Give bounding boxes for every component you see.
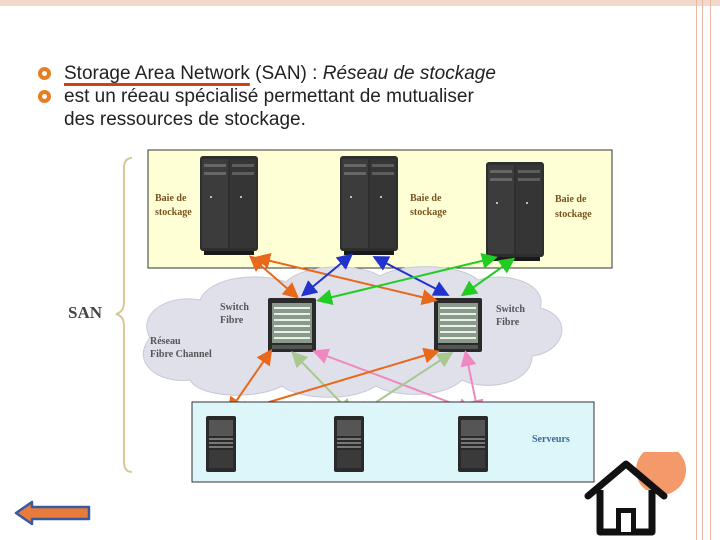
decorative-circle xyxy=(636,452,686,495)
frame-line xyxy=(710,0,711,540)
storage-label-2a: Baie de xyxy=(410,193,442,204)
server-icon xyxy=(206,416,236,472)
storage-array-icon xyxy=(486,162,544,261)
switch-icon xyxy=(267,297,317,353)
frame-line xyxy=(696,0,697,540)
switch-right-label-1: Switch xyxy=(496,304,525,315)
frame-line xyxy=(702,0,703,540)
switch-icon xyxy=(433,297,483,353)
san-term: Storage Area Network xyxy=(64,63,250,84)
storage-label-2b: stockage xyxy=(410,207,447,218)
definition-line2: des ressources de stockage. xyxy=(64,109,306,130)
server-icon xyxy=(458,416,488,472)
san-brace xyxy=(115,157,133,473)
san-label: SAN xyxy=(68,303,103,322)
servers-label: Serveurs xyxy=(532,434,570,445)
bullet-item: Storage Area Network (SAN) : Réseau de s… xyxy=(38,62,638,85)
bullet-icon xyxy=(38,90,51,103)
storage-array-icon xyxy=(200,156,258,255)
bullet-list: Storage Area Network (SAN) : Réseau de s… xyxy=(38,62,638,131)
storage-label-1a: Baie de xyxy=(155,193,187,204)
left-arrow-icon xyxy=(14,500,91,526)
storage-label-1b: stockage xyxy=(155,207,192,218)
storage-label-3b: stockage xyxy=(555,209,592,220)
home-icon xyxy=(584,460,668,536)
link-arrow xyxy=(460,257,516,297)
network-label-1: Réseau xyxy=(150,336,181,347)
storage-array-icon xyxy=(340,156,398,255)
server-zone xyxy=(191,401,595,483)
slide-top-border xyxy=(0,0,720,6)
home-button[interactable] xyxy=(582,452,686,536)
switch-right-label-2: Fibre xyxy=(496,317,520,328)
network-label-2: Fibre Channel xyxy=(150,349,212,360)
san-french: Réseau de stockage xyxy=(322,63,496,84)
switch-left-label-1: Switch xyxy=(220,302,249,313)
bullet-item: est un réeau spécialisé permettant de mu… xyxy=(38,85,638,131)
definition-line1: est un réeau spécialisé permettant de mu… xyxy=(64,86,474,107)
storage-label-3a: Baie de xyxy=(555,194,587,205)
bullet-icon xyxy=(38,67,51,80)
san-abbr: (SAN) : xyxy=(255,63,323,84)
switch-left-label-2: Fibre xyxy=(220,315,244,326)
back-button[interactable] xyxy=(14,500,92,526)
server-icon xyxy=(334,416,364,472)
